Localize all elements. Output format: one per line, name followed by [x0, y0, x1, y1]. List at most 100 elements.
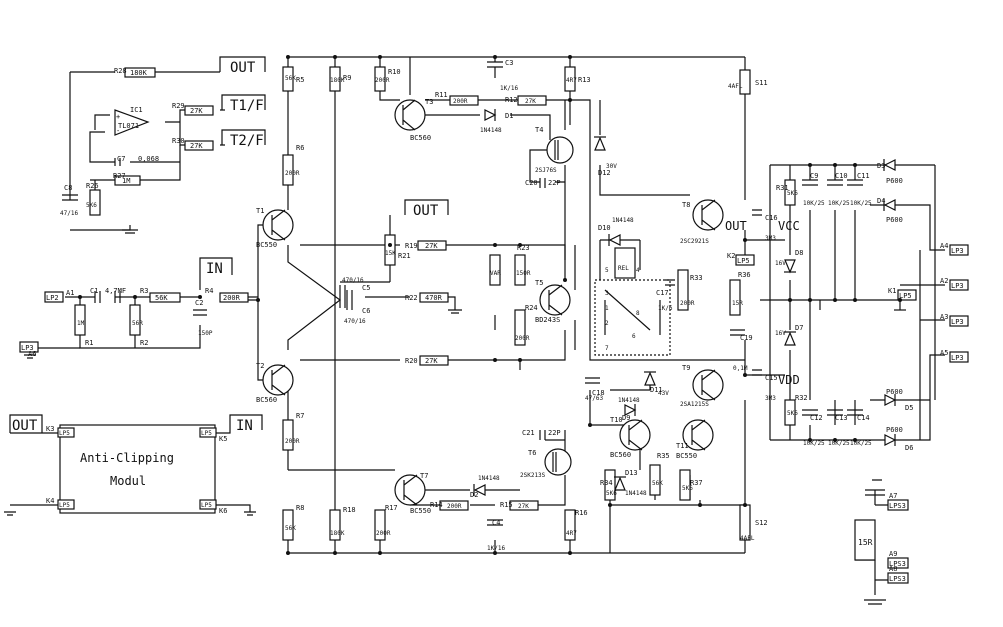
component-label: 470/16 [342, 277, 364, 284]
component-label: A7 [889, 492, 897, 500]
component-label: C13 [835, 414, 848, 422]
component-label: C16 [765, 214, 778, 222]
component-label: R8 [296, 504, 304, 512]
component-label: C7 [117, 155, 125, 163]
component-label: 180K [330, 77, 345, 84]
out-anticlip-label: OUT [12, 418, 38, 434]
component-label: 200R [447, 503, 462, 510]
component-label: 1N4148 [625, 490, 647, 497]
relay-pin-label: 5 [605, 267, 609, 274]
component-label: D8 [795, 249, 803, 257]
component-label: LPS3 [889, 575, 906, 583]
component-label: LP3 [21, 344, 34, 352]
component-label: 10K/25 [828, 440, 850, 447]
component-label: T10 [610, 416, 623, 424]
component-label: C5 [362, 284, 370, 292]
component-label: R32 [795, 394, 808, 402]
component-label: R18 [343, 506, 356, 514]
component-label: 1K/6 [658, 305, 673, 312]
component-label: 470R [425, 294, 443, 302]
component-label: 1N4148 [612, 217, 634, 224]
resistors [74, 66, 876, 561]
component-label: C11 [857, 172, 870, 180]
component-label: P600 [886, 426, 903, 434]
component-label: D1 [505, 112, 513, 120]
component-label: 15K [385, 250, 396, 257]
component-label: C10 [835, 172, 848, 180]
component-label: 2SJ76S [535, 167, 557, 174]
in-label: IN [206, 261, 223, 277]
component-label: C2 [195, 299, 203, 307]
component-label: R26 [86, 182, 99, 190]
boxed-labels: OUT T1/F T2/F IN OUT IN OUT [9, 56, 449, 434]
component-label: T3 [425, 98, 433, 106]
relay-pin-label: 6 [632, 333, 636, 340]
component-label: A3 [940, 313, 948, 321]
component-label: R17 [385, 504, 398, 512]
component-label: D5 [905, 404, 913, 412]
component-label: 2SK213S [520, 472, 546, 479]
component-label: R11 [435, 91, 448, 99]
component-label: 200R [285, 170, 300, 177]
component-label: C19 [740, 334, 753, 342]
component-label: R16 [575, 509, 588, 517]
component-label: LP3 [951, 247, 964, 255]
component-label: 10K/25 [828, 200, 850, 207]
component-label: A5 [940, 349, 948, 357]
capacitors [62, 61, 885, 526]
component-label: 4R7 [566, 77, 577, 84]
component-label: T1 [256, 207, 264, 215]
component-label: P600 [886, 216, 903, 224]
component-label: 27K [190, 107, 203, 115]
component-label: 27K [425, 242, 438, 250]
component-label: T5 [535, 279, 543, 287]
component-label: 15R [732, 300, 743, 307]
component-label: R2 [140, 339, 148, 347]
component-label: 22P [548, 429, 561, 437]
component-label: 200R [376, 530, 391, 537]
connector-boxes: LP2 A1 LP3 A6 LP3 A4 LP3 A2 LP3 A3 LP3 A… [19, 242, 969, 584]
component-label: 43V [658, 390, 669, 397]
component-label: R28 [114, 67, 127, 75]
component-label: 5K6 [682, 485, 693, 492]
component-label: C9 [810, 172, 818, 180]
component-label: 5K6 [86, 202, 97, 209]
component-label: C12 [810, 414, 823, 422]
component-label: 200R [223, 294, 241, 302]
component-label: BC550 [256, 241, 277, 249]
component-label: D13 [625, 469, 638, 477]
component-label: D4 [877, 197, 885, 205]
component-label: 2SC2921S [680, 238, 709, 245]
component-label: K3 [46, 425, 54, 433]
component-label: A2 [940, 277, 948, 285]
component-label: D12 [598, 169, 611, 177]
component-label: 200R [453, 98, 468, 105]
component-label: C1 [90, 287, 98, 295]
component-label: 200R [285, 438, 300, 445]
component-label: R3 [140, 287, 148, 295]
component-labels: R28 180K IC1 TL071 R29 27K R30 27K C7 0,… [60, 59, 913, 552]
vcc-label: VCC [778, 219, 800, 233]
component-label: C18 [592, 389, 605, 397]
component-label: LP5 [59, 502, 70, 509]
junction-dots [78, 55, 902, 555]
component-label: R36 [738, 271, 751, 279]
component-label: 5K6 [787, 410, 798, 417]
t1f-label: T1/F [230, 98, 264, 114]
component-label: A4 [940, 242, 948, 250]
component-label: 27K [518, 503, 529, 510]
out-label: OUT [230, 60, 256, 76]
transistors [262, 99, 724, 506]
anticlip-modul: Modul [110, 474, 146, 488]
component-label: 200R [375, 77, 390, 84]
component-label: D6 [905, 444, 913, 452]
component-label: D9 [622, 414, 630, 422]
component-label: 10K/25 [850, 200, 872, 207]
component-label: R31 [776, 184, 789, 192]
component-label: 16V [775, 330, 786, 337]
component-label: C17 [656, 289, 669, 297]
component-label: 4AFL [728, 83, 743, 90]
component-label: 150P [198, 330, 213, 337]
component-label: C8 [64, 184, 72, 192]
